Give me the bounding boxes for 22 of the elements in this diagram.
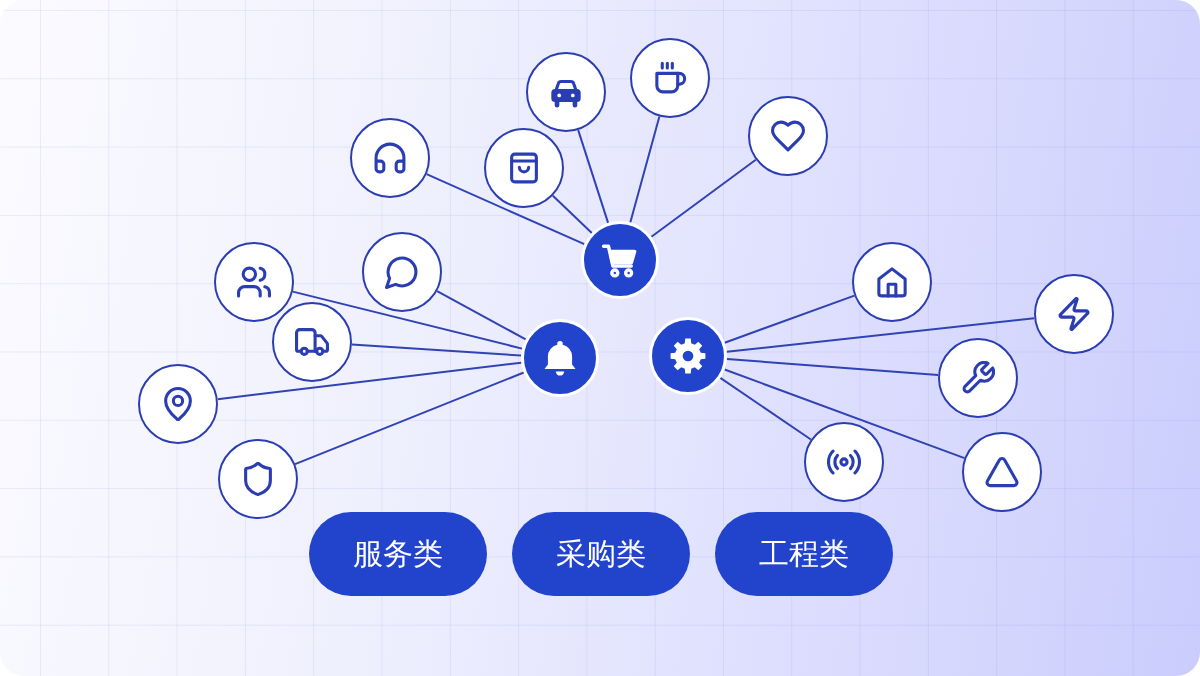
connector-line [723,294,856,344]
connector-line [350,343,523,357]
icon-circle [362,232,442,312]
connector-line [629,115,661,224]
category-button: 采购类 [512,512,690,596]
connector-line [719,376,812,441]
connector-line [216,361,523,401]
category-button: 服务类 [309,512,487,596]
connector-line [425,173,586,246]
connector-line [725,317,1036,353]
connector-line [725,358,940,376]
connector-line [650,158,757,238]
connector-line [723,368,966,460]
icon-circle [804,422,884,502]
connector-line [551,194,593,234]
connector-line [291,290,524,350]
connector-line [436,290,527,341]
icon-circle [272,302,352,382]
icon-circle [484,128,564,208]
connector-line [577,129,610,224]
category-button: 工程类 [715,512,893,596]
connector-line [294,371,525,466]
